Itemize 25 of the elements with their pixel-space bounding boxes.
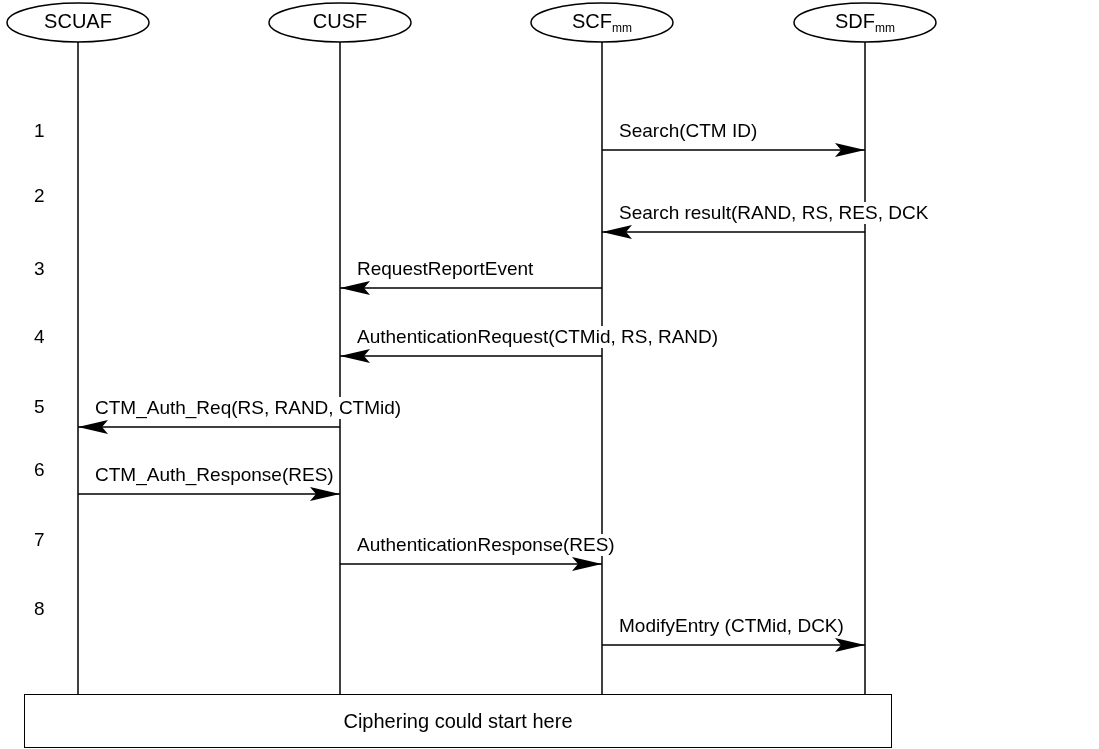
step-number: 3 bbox=[34, 258, 45, 280]
message-arrow bbox=[601, 143, 866, 157]
message-label: Search result(RAND, RS, RES, DCK bbox=[617, 202, 931, 224]
lifeline-name: SCUAF bbox=[44, 10, 112, 33]
step-number: 8 bbox=[34, 598, 45, 620]
message-arrow bbox=[77, 420, 341, 434]
step-number: 2 bbox=[34, 185, 45, 207]
message-arrow bbox=[601, 225, 866, 239]
step-number: 6 bbox=[34, 459, 45, 481]
lifeline bbox=[793, 2, 937, 694]
message-arrow bbox=[339, 349, 603, 363]
lifeline-name: SDF$_{mm}$ bbox=[835, 10, 895, 33]
step-number: 1 bbox=[34, 120, 45, 142]
lifeline-name: CUSF bbox=[312, 10, 368, 33]
lifeline-name: SCF$_{mm}$ bbox=[572, 10, 632, 33]
step-number: 5 bbox=[34, 396, 45, 418]
note-box bbox=[24, 694, 892, 748]
step-number: 4 bbox=[34, 326, 45, 348]
message-label: AuthenticationResponse(RES) bbox=[355, 534, 617, 556]
step-number: 7 bbox=[34, 529, 45, 551]
message-arrow bbox=[601, 638, 866, 652]
note-text: Ciphering could start here bbox=[343, 709, 573, 733]
message-arrow bbox=[339, 557, 603, 571]
message-arrow bbox=[339, 281, 603, 295]
message-arrow bbox=[77, 487, 341, 501]
